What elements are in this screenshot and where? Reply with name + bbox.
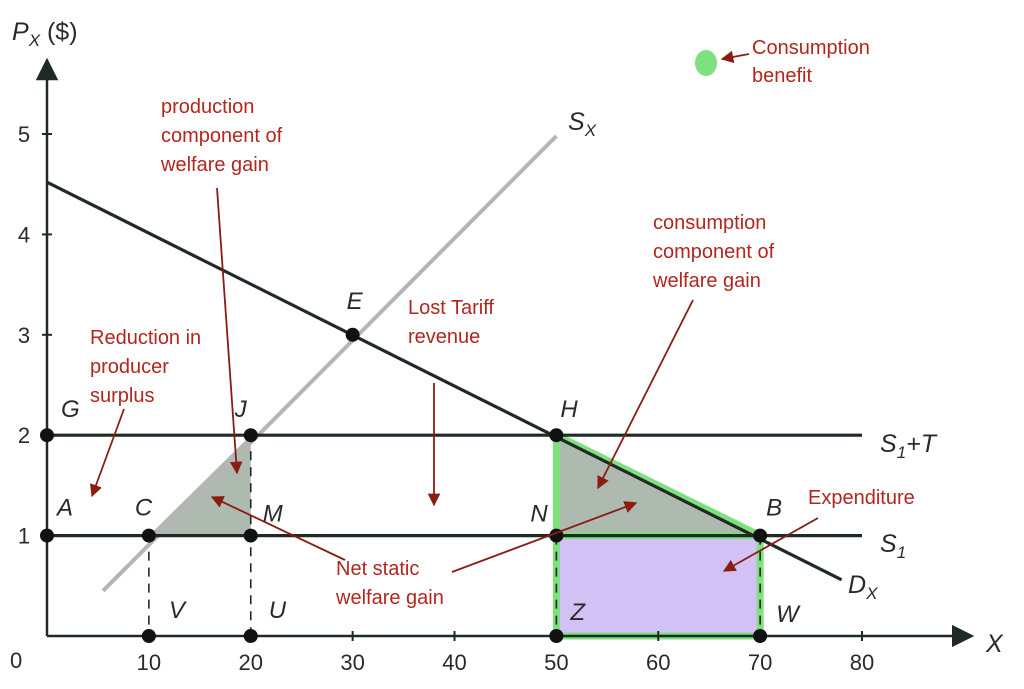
- point-m: [243, 528, 258, 543]
- x-tick-label: 80: [850, 650, 874, 675]
- point-label-m: M: [263, 501, 283, 528]
- curve-label-dx: DX: [848, 571, 878, 603]
- x-axis-title: X: [985, 630, 1004, 658]
- point-label-b: B: [766, 495, 782, 522]
- point-label-c: C: [135, 495, 153, 522]
- point-label-e: E: [347, 288, 364, 315]
- point-a: [40, 528, 54, 543]
- point-label-n: N: [530, 501, 548, 528]
- x-tick-label: 40: [442, 650, 466, 675]
- x-tick-label: 50: [544, 650, 568, 675]
- x-tick-label: 10: [137, 650, 161, 675]
- point-j: [243, 428, 258, 443]
- point-label-z: Z: [569, 599, 586, 626]
- point-v: [141, 629, 156, 643]
- point-z: [549, 629, 564, 643]
- point-e: [345, 327, 360, 342]
- point-c: [141, 528, 156, 543]
- point-label-v: V: [169, 597, 187, 624]
- expenditure-rectangle: [552, 532, 764, 640]
- annotation-arrow: [90, 408, 125, 498]
- consumption-benefit-swatch: [695, 50, 717, 76]
- y-tick-label: 2: [18, 423, 30, 448]
- production-triangle: [148, 435, 251, 536]
- annotation-arrow: [722, 517, 819, 572]
- point-label-u: U: [269, 597, 287, 624]
- annotation-arrow: [597, 299, 694, 490]
- x-tick-label: 20: [239, 650, 263, 675]
- origin-label: 0: [10, 648, 22, 673]
- annotation-arrows: [90, 50, 819, 573]
- x-axis-ticks: 10 20 30 40 50 60 70 80: [137, 631, 874, 675]
- point-label-w: W: [776, 601, 801, 628]
- curve-label-s1t: S1+T: [880, 430, 938, 462]
- curves: [46, 134, 862, 593]
- curve-dx: [46, 180, 843, 582]
- point-label-j: J: [234, 396, 248, 423]
- point-label-a: A: [55, 495, 73, 522]
- point-label-h: H: [560, 396, 578, 423]
- annotation-arrow: [216, 187, 243, 475]
- curve-label-s1: S1: [880, 530, 906, 562]
- curve-label-sx: SX: [568, 108, 597, 140]
- point-w: [753, 629, 768, 643]
- point-b: [753, 528, 768, 543]
- y-tick-label: 5: [18, 122, 30, 147]
- annotation-arrow: [451, 501, 638, 573]
- y-axis-title: PX ($): [12, 18, 78, 50]
- annotation-arrow: [210, 496, 346, 561]
- x-tick-label: 60: [646, 650, 670, 675]
- curve-sx: [101, 134, 558, 593]
- x-tick-label: 30: [340, 650, 364, 675]
- y-tick-label: 4: [18, 222, 30, 247]
- annotation-arrow: [720, 50, 750, 64]
- points: E G J H A C M N B V U Z W: [40, 288, 801, 643]
- point-g: [40, 428, 54, 443]
- y-tick-label: 3: [18, 323, 30, 348]
- point-h: [549, 428, 564, 443]
- x-tick-label: 70: [748, 650, 772, 675]
- point-label-g: G: [61, 396, 80, 423]
- annotation-expenditure: Expenditure: [808, 487, 915, 509]
- y-tick-label: 1: [18, 524, 30, 549]
- point-u: [243, 629, 258, 643]
